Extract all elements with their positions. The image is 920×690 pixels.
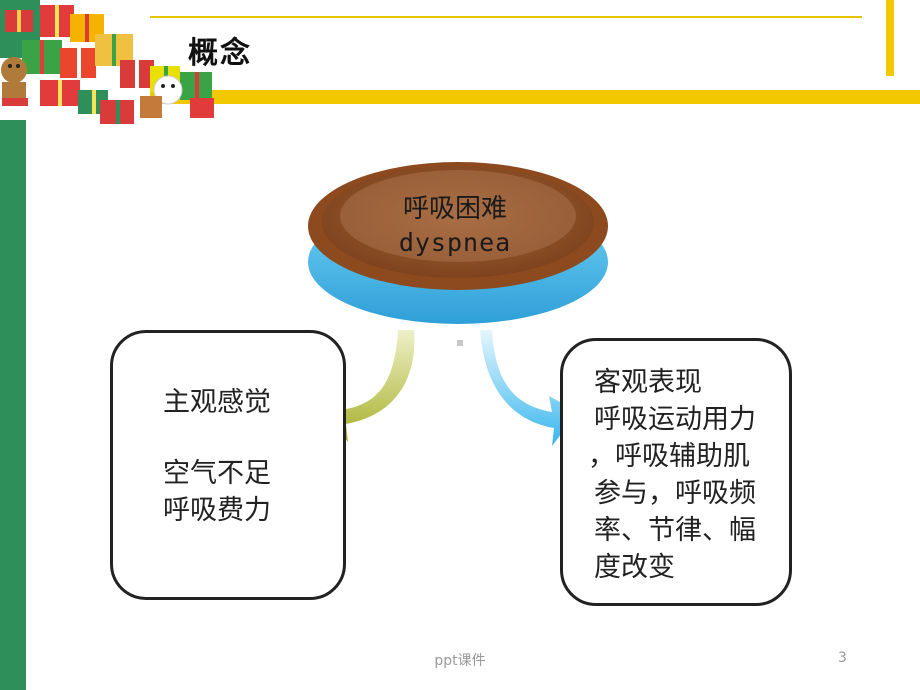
- page-number: 3: [838, 650, 847, 666]
- center-marker: [457, 340, 463, 346]
- objective-line: ，呼吸辅助肌: [588, 441, 750, 472]
- center-title-cn: 呼吸困难: [402, 194, 507, 224]
- objective-line: 率、节律、幅: [594, 515, 756, 546]
- objective-line: 客观表现: [594, 367, 702, 398]
- objective-line: 参与，呼吸频: [594, 478, 756, 509]
- right-curved-arrow: [480, 330, 578, 446]
- objective-box: [560, 338, 792, 606]
- subjective-heading: 主观感觉: [163, 387, 271, 418]
- footer-text: ppt课件: [434, 653, 486, 669]
- top-right-yellow-bar: [886, 0, 894, 76]
- top-thin-line: [150, 16, 862, 18]
- center-disc: [308, 162, 608, 324]
- christmas-gifts-image: [0, 0, 214, 124]
- center-title-en: dyspnea: [398, 228, 512, 257]
- header-yellow-band: [150, 90, 920, 104]
- slide-title: 概念: [188, 36, 252, 71]
- subjective-box: [110, 330, 346, 600]
- subjective-line: 空气不足: [163, 458, 271, 489]
- objective-line: 呼吸运动用力: [594, 404, 756, 435]
- objective-line: 度改变: [594, 552, 675, 583]
- left-green-bar: [0, 120, 26, 690]
- subjective-line: 呼吸费力: [163, 495, 271, 526]
